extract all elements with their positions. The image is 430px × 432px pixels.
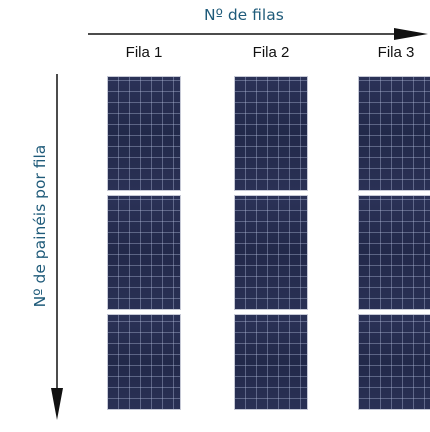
row-label-3: Fila 3 xyxy=(377,44,415,61)
row-label-2: Fila 2 xyxy=(252,44,290,61)
solar-panel xyxy=(234,76,308,191)
solar-panel xyxy=(107,314,181,410)
solar-panel xyxy=(107,195,181,310)
axis-x-arrowhead xyxy=(394,28,428,40)
solar-panel xyxy=(358,195,430,310)
axis-y-arrowhead xyxy=(51,388,63,420)
axis-x-label: Nº de filas xyxy=(204,6,284,24)
solar-panel xyxy=(358,76,430,191)
solar-panel xyxy=(358,314,430,410)
solar-panel xyxy=(234,195,308,310)
row-label-1: Fila 1 xyxy=(125,44,163,61)
solar-panel xyxy=(234,314,308,410)
solar-panel xyxy=(107,76,181,191)
axis-y-label: Nº de painéis por fila xyxy=(31,144,49,308)
